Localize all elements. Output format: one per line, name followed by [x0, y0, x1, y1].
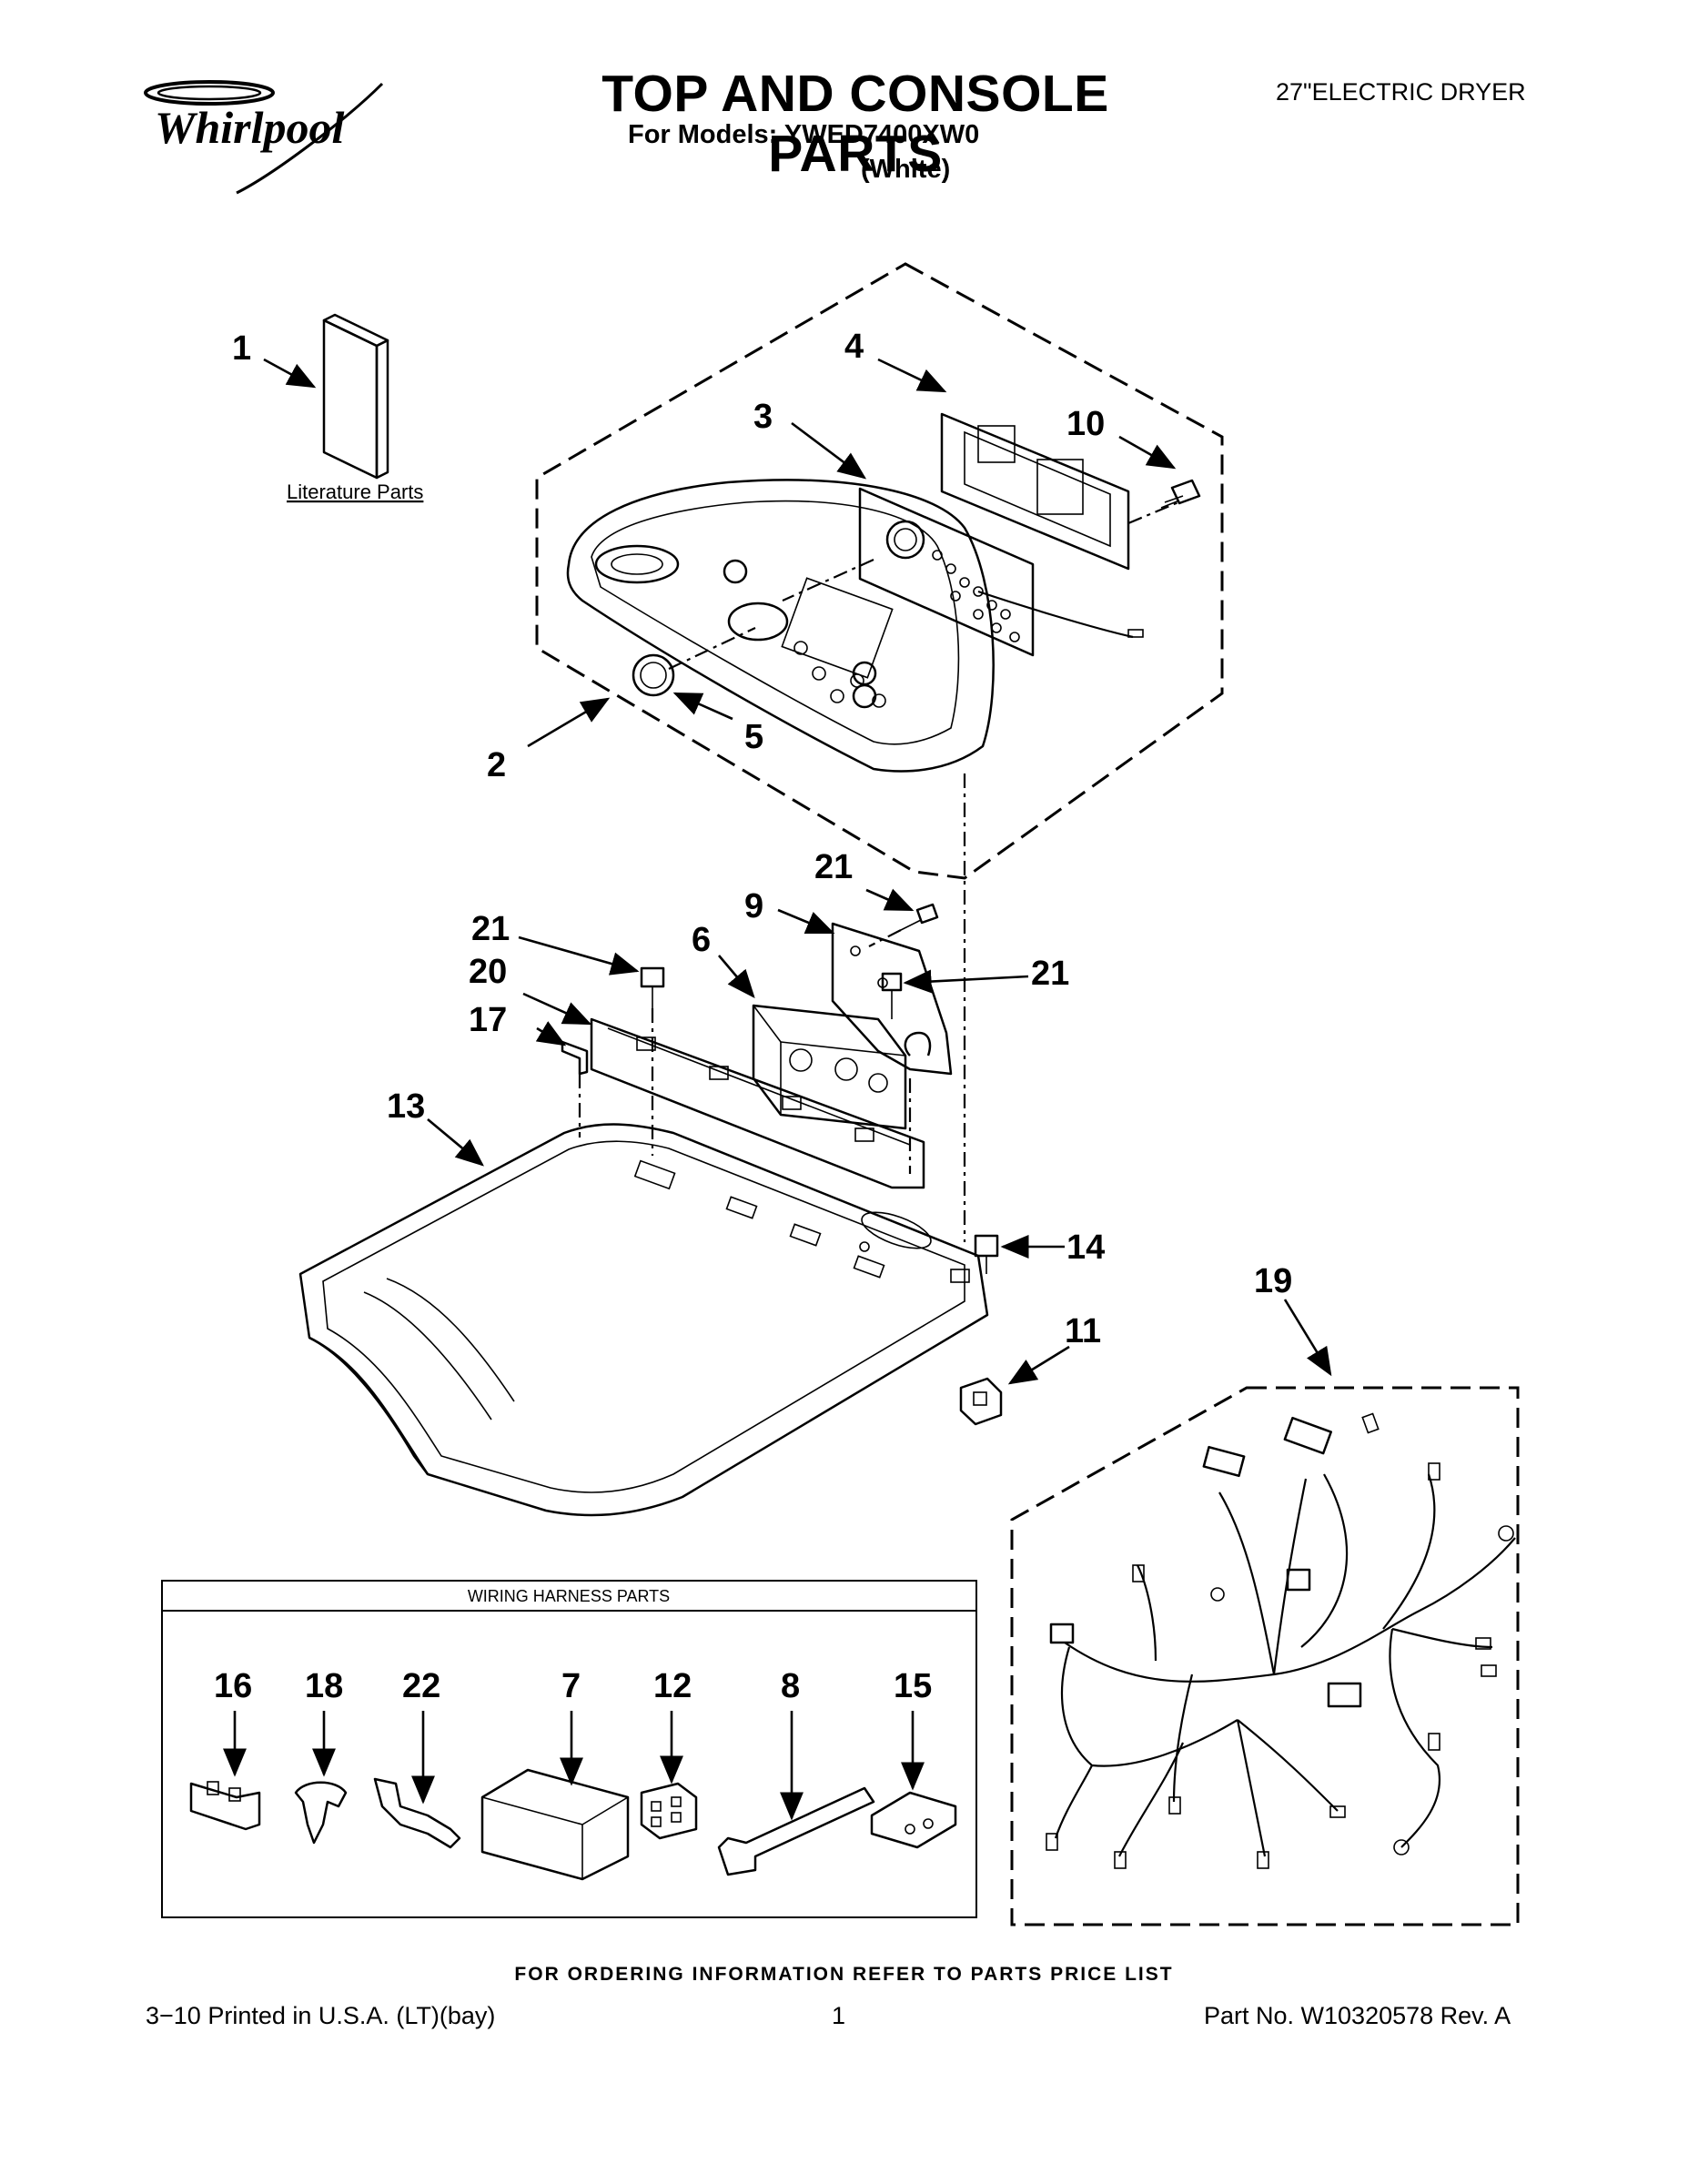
harness-part-16: [189, 1781, 261, 1831]
literature-parts-label: Literature Parts: [287, 480, 423, 503]
callout-21-top: 21: [814, 848, 853, 886]
callout-1: 1: [232, 329, 251, 368]
screw-21-top: [900, 903, 939, 931]
harness-group-outline: [1010, 1386, 1520, 1926]
callout-10: 10: [1066, 405, 1105, 443]
harness-callout-16: 16: [214, 1667, 252, 1705]
harness-callout-12: 12: [653, 1667, 692, 1705]
screw-10: [1160, 479, 1201, 509]
model-color: (White): [861, 155, 951, 184]
callout-21-left: 21: [471, 910, 510, 948]
callout-20: 20: [469, 953, 507, 991]
dryer-top-panel: [298, 1123, 989, 1517]
harness-part-18: [294, 1781, 348, 1845]
callout-13: 13: [387, 1087, 425, 1126]
harness-callout-8: 8: [781, 1667, 800, 1705]
harness-part-12: [640, 1782, 698, 1840]
print-info: 3−10 Printed in U.S.A. (LT)(bay): [146, 2002, 496, 2029]
callout-17: 17: [469, 1001, 507, 1039]
callout-11: 11: [1065, 1312, 1101, 1350]
harness-part-7: [480, 1768, 630, 1881]
console-panel: [566, 479, 995, 773]
whirlpool-logo: Whirlpool: [144, 80, 384, 195]
harness-callout-18: 18: [305, 1667, 343, 1705]
screw-14: [974, 1234, 999, 1274]
ui-control-board: [858, 487, 1035, 657]
callout-14: 14: [1066, 1228, 1105, 1267]
literature-booklet: [322, 313, 389, 480]
cycle-knob: [632, 653, 675, 697]
callout-5: 5: [744, 718, 763, 756]
main-wiring-harness: [1046, 1412, 1516, 1869]
callout-6: 6: [692, 921, 711, 959]
logo-wordmark: Whirlpool: [155, 102, 345, 153]
mounting-bracket: [831, 922, 953, 1076]
control-housing: [940, 412, 1130, 571]
page-title: TOP AND CONSOLE PARTS: [601, 65, 1109, 183]
screw-21-middle: [881, 972, 903, 1019]
callout-leaders: [223, 358, 1332, 1821]
harness-part-15: [870, 1791, 957, 1849]
callout-numbers: 1 2 3 4 5 6 9 10 11 13 14 17 19 20 21 21…: [214, 328, 1292, 1705]
page-number: 1: [832, 2002, 846, 2029]
screw-21-left: [640, 966, 665, 1008]
callout-9: 9: [744, 887, 763, 925]
callout-2: 2: [487, 746, 506, 784]
harness-part-22: [373, 1777, 461, 1849]
harness-callout-22: 22: [402, 1667, 440, 1705]
callout-19: 19: [1254, 1262, 1292, 1300]
console-bracket-rail: [590, 1017, 925, 1189]
model-number: For Models: YWED7400XW0: [628, 120, 980, 149]
harness-part-8: [717, 1786, 875, 1876]
callout-3: 3: [753, 398, 773, 436]
product-type: 27"ELECTRIC DRYER: [1276, 78, 1526, 106]
callout-4: 4: [844, 328, 864, 366]
console-group-outline: [535, 262, 1224, 880]
machine-control-board: [752, 1004, 907, 1130]
part-number: Part No. W10320578 Rev. A: [1204, 2002, 1511, 2029]
hex-key: [561, 1040, 589, 1076]
ordering-note: FOR ORDERING INFORMATION REFER TO PARTS …: [514, 1964, 1174, 1985]
callout-21-right: 21: [1031, 955, 1069, 993]
wiring-harness-parts-box: WIRING HARNESS PARTS: [161, 1580, 977, 1918]
harness-callout-15: 15: [894, 1667, 932, 1705]
top-panel-clip: [959, 1377, 1003, 1426]
wiring-harness-title: WIRING HARNESS PARTS: [468, 1587, 670, 1605]
harness-callout-7: 7: [561, 1667, 581, 1705]
